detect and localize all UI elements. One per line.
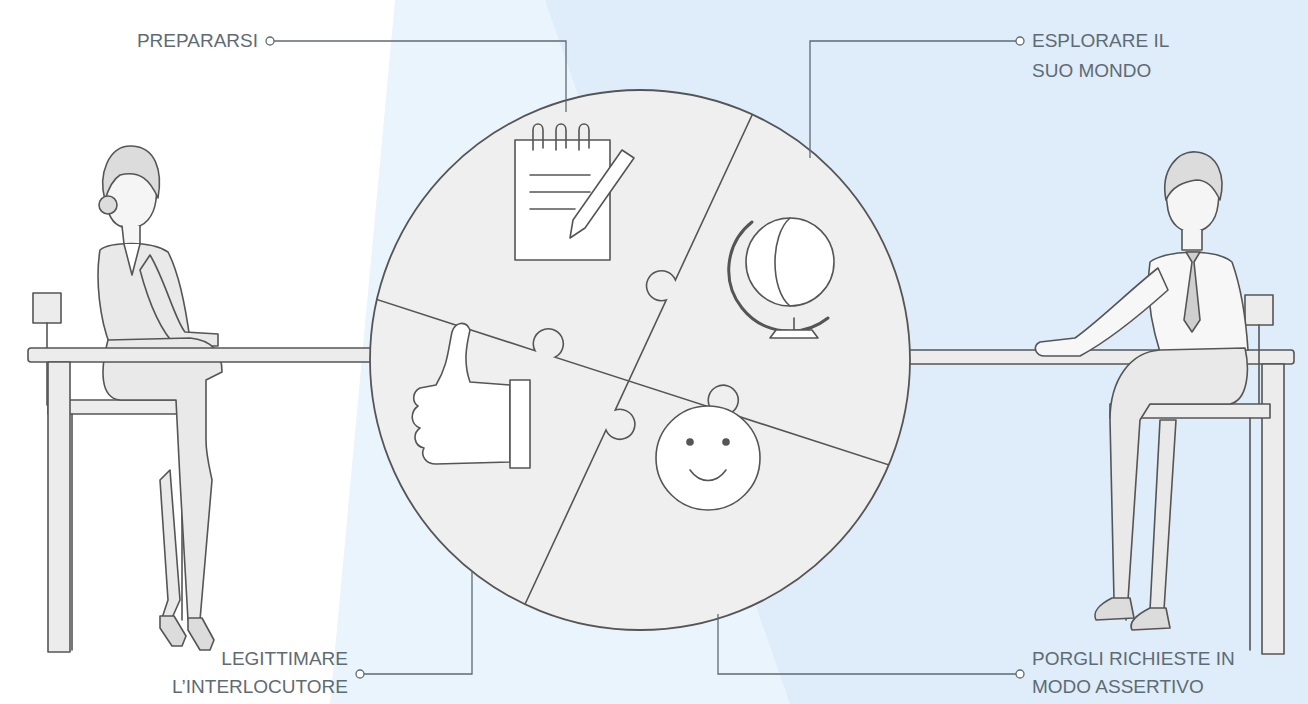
table-top (28, 348, 378, 362)
smiley-icon (656, 406, 760, 510)
chair-post (1258, 325, 1260, 408)
woman-shoe (160, 616, 186, 646)
thumb-icon (412, 323, 510, 464)
step-label: PREPARARSI (92, 26, 258, 56)
step-label: LEGITTIMARE L’INTERLOCUTORE (140, 645, 348, 701)
woman-legs (103, 338, 222, 620)
step-label: ESPLORARE IL SUO MONDO (1032, 26, 1207, 86)
leader-dot (1016, 670, 1024, 678)
man-legs (1110, 348, 1247, 600)
man-leg (1150, 420, 1176, 610)
smiley-mouth (690, 470, 726, 481)
leader-dot (1016, 37, 1024, 45)
chair-leg (1249, 418, 1251, 650)
pencil-icon (570, 150, 634, 238)
man-neck (1182, 230, 1202, 250)
leader-dot (266, 37, 274, 45)
table-leg (48, 362, 70, 652)
man-hair (1165, 152, 1222, 200)
globe-icon (746, 218, 834, 306)
leader-line (274, 41, 566, 112)
notepad-rings (533, 124, 589, 150)
woman-hair (103, 146, 160, 200)
puzzle-circle (370, 90, 910, 630)
man-shoe (1095, 598, 1134, 620)
woman-neck (122, 226, 140, 244)
man-shirt (1148, 252, 1248, 352)
chair-back (1245, 295, 1273, 325)
leader-line (364, 572, 472, 674)
man-arm (1035, 268, 1168, 356)
woman-blouse (124, 244, 140, 275)
woman-leg (160, 470, 180, 618)
step-label: PORGLI RICHIESTE IN MODO ASSERTIVO (1032, 645, 1260, 701)
leader-line (810, 41, 1016, 158)
smiley-eye (687, 439, 693, 445)
globe-arc (729, 222, 828, 331)
woman-arm (140, 255, 218, 346)
man-shoe (1131, 608, 1170, 630)
light-band (330, 0, 1308, 704)
leader-line (718, 614, 1016, 674)
globe-stand (770, 318, 818, 338)
chair-back (33, 293, 61, 323)
woman-bun (99, 196, 117, 214)
globe-meridian (775, 218, 790, 306)
puzzle-seam (360, 294, 920, 475)
thumb-sleeve (510, 380, 530, 468)
notepad-lines (530, 175, 590, 209)
chair-leg (71, 414, 73, 650)
leader-dot (356, 670, 364, 678)
woman-shoe (188, 618, 214, 650)
smiley-eye (723, 439, 729, 445)
man-tie (1184, 252, 1200, 332)
